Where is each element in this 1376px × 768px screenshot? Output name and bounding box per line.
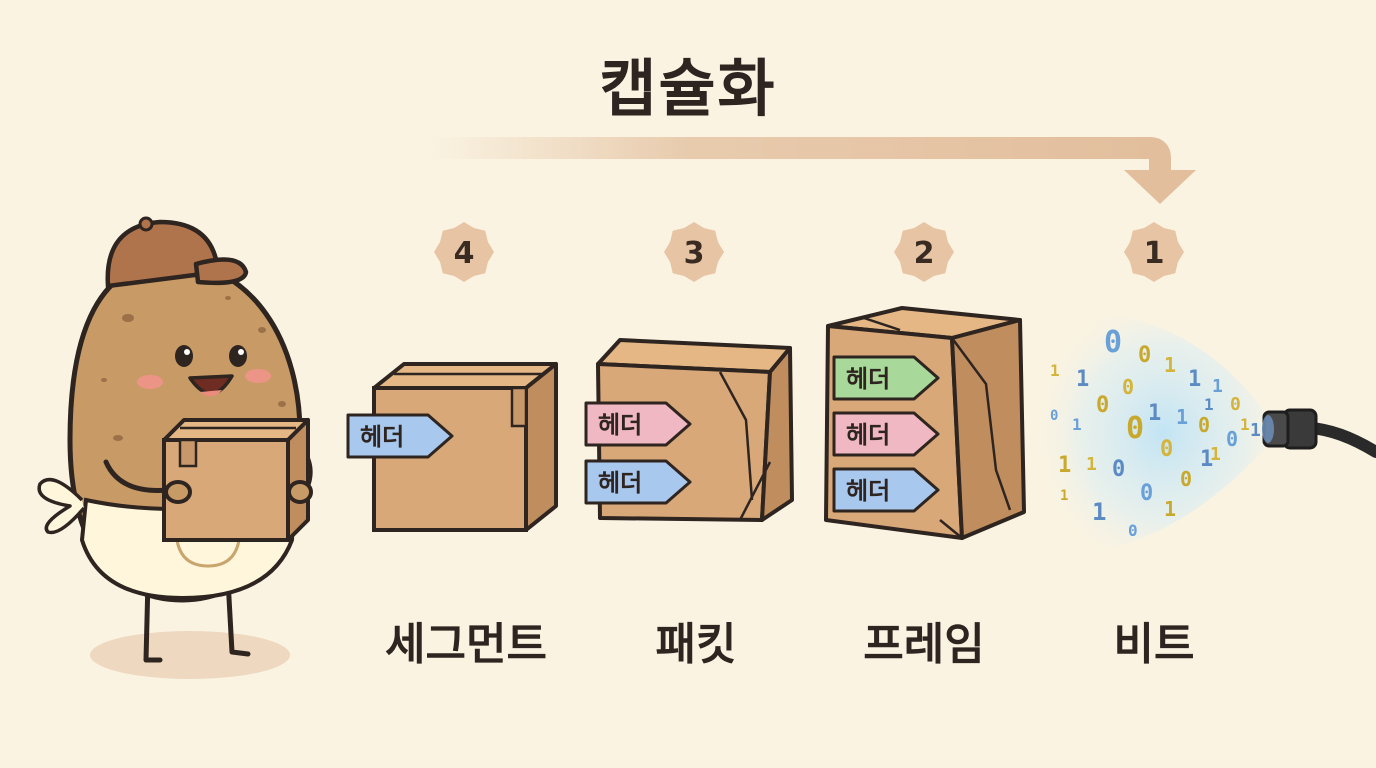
bit-digit: 1 [1072,415,1082,434]
step-label-packet: 패킷 [655,619,737,670]
apron-bow [37,477,86,535]
step-number-3: 3 [684,236,705,271]
header-tag-label: 헤더 [598,411,642,439]
header-tag-label: 헤더 [846,421,890,449]
bit-digit: 0 [1122,375,1134,399]
segment-box [372,362,558,532]
header-tag-label: 헤더 [846,477,890,505]
bit-digit: 1 [1076,367,1089,392]
bit-digit: 1 [1250,420,1261,441]
step-label-frame: 프레임 [863,619,985,670]
bit-digit: 0 [1230,394,1241,415]
bit-digit: 0 [1138,343,1151,368]
header-tag-label: 헤더 [846,365,890,393]
bit-digit: 1 [1148,401,1161,426]
bit-digit: 0 [1104,325,1122,360]
bit-digit: 0 [1096,393,1109,418]
bit-digit: 1 [1164,353,1176,377]
header-tag: 헤더 [832,467,940,513]
step-badge-3: 3 [664,222,724,282]
small-box [162,418,310,542]
bit-digit: 1 [1210,444,1221,465]
header-tag: 헤더 [584,459,692,505]
bit-digit: 0 [1128,521,1138,540]
bit-digit: 0 [1160,437,1173,462]
cable-plug [1262,408,1376,458]
step-label-segment: 세그먼트 [385,619,547,670]
step-badge-4: 4 [434,222,494,282]
step-number-4: 4 [454,236,475,271]
bit-digit: 0 [1140,481,1153,506]
header-tag-label: 헤더 [360,423,404,451]
bit-digit: 0 [1180,467,1192,491]
potato-mascot [37,216,313,679]
step-number-1: 1 [1144,236,1165,271]
bit-digit: 1 [1240,415,1250,434]
header-tag: 헤더 [584,401,692,447]
bit-digit: 0 [1126,411,1144,446]
bit-digit: 1 [1060,488,1068,504]
segment-header-tags: 헤더 [346,413,454,459]
bit-digit: 0 [1050,408,1058,424]
header-tag: 헤더 [832,355,940,401]
flow-arrow [430,137,1196,204]
bit-digit: 0 [1198,413,1210,437]
step-number-2: 2 [914,236,935,271]
cap [105,216,249,289]
bit-digit: 1 [1050,361,1060,380]
header-tag: 헤더 [346,413,454,459]
bit-digit: 0 [1112,457,1125,482]
bit-digit: 0 [1226,427,1238,451]
step-badges: 4 3 2 1 [434,222,1184,282]
header-tag: 헤더 [832,411,940,457]
header-tag-label: 헤더 [598,469,642,497]
step-badge-2: 2 [894,222,954,282]
step-badge-1: 1 [1124,222,1184,282]
bit-digit: 1 [1212,376,1223,397]
bit-digit: 1 [1058,453,1071,478]
bit-digit: 1 [1164,497,1176,521]
bit-digit: 1 [1204,395,1214,414]
bit-digit: 1 [1092,498,1106,526]
diagram-title: 캡슐화 [599,52,777,125]
bit-digit: 1 [1188,367,1201,392]
bit-digit: 1 [1200,447,1213,472]
bit-digit: 1 [1086,454,1097,475]
bit-digit: 1 [1176,405,1188,429]
step-label-bit: 비트 [1113,619,1195,670]
